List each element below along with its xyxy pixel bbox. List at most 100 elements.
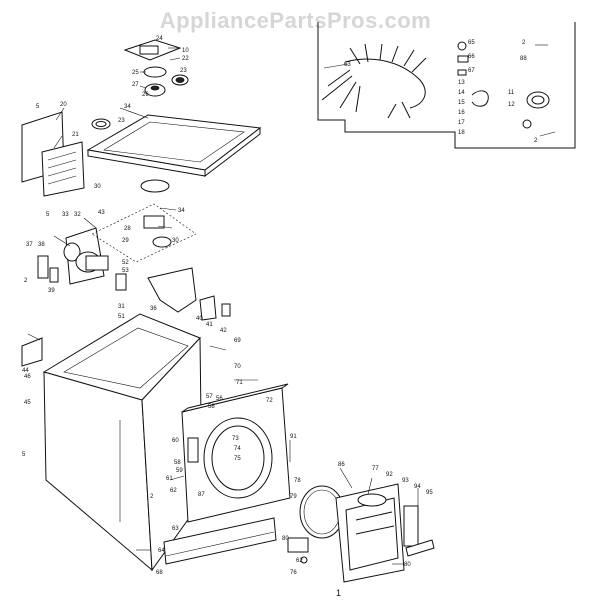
- side-panel-20-21: [21, 111, 85, 197]
- callout-74: 74: [234, 446, 241, 452]
- callout-86: 86: [338, 462, 345, 468]
- callout-61: 61: [166, 476, 173, 482]
- callout-2d: 2: [150, 494, 154, 500]
- callout-13: 13: [458, 80, 465, 86]
- callout-11: 11: [508, 90, 515, 96]
- callout-23b: 23: [118, 118, 125, 124]
- callout-46: 46: [24, 374, 31, 380]
- callout-62b: 62: [296, 558, 303, 564]
- callout-31: 31: [118, 304, 125, 310]
- callout-72: 72: [266, 398, 273, 404]
- callout-30b: 30: [172, 238, 179, 244]
- callout-34: 34: [124, 104, 131, 110]
- callout-40: 40: [196, 316, 203, 322]
- callout-21: 21: [72, 132, 79, 138]
- callout-26: 26: [142, 92, 149, 98]
- callout-63: 63: [344, 62, 351, 68]
- callout-18: 18: [458, 130, 465, 136]
- motor-bracket: [91, 203, 197, 291]
- callout-16: 16: [458, 110, 465, 116]
- callout-92: 92: [386, 472, 393, 478]
- access-cover-46: [21, 337, 43, 367]
- callout-17: 17: [458, 120, 465, 126]
- exhaust-duct: [147, 267, 231, 321]
- callout-95: 95: [426, 490, 433, 496]
- callout-30: 30: [94, 184, 101, 190]
- callout-64: 64: [158, 548, 165, 554]
- callout-63b: 63: [172, 526, 179, 532]
- callout-80b: 80: [404, 562, 411, 568]
- callout-2: 2: [522, 40, 526, 46]
- callout-43: 43: [98, 210, 105, 216]
- callout-56: 56: [216, 396, 223, 402]
- callout-39: 39: [48, 288, 55, 294]
- callout-42: 42: [220, 328, 227, 334]
- callout-70: 70: [234, 364, 241, 370]
- callout-27: 27: [132, 82, 139, 88]
- callout-10: 10: [182, 48, 189, 54]
- callout-79: 79: [290, 494, 297, 500]
- callout-22: 22: [182, 56, 189, 62]
- blower-assembly: [37, 227, 109, 285]
- callout-28: 28: [124, 226, 131, 232]
- callout-71: 71: [236, 380, 243, 386]
- callout-94: 94: [414, 484, 421, 490]
- callout-75: 75: [234, 456, 241, 462]
- top-cover: [86, 114, 262, 193]
- callout-36: 36: [150, 306, 157, 312]
- door-assembly: [335, 483, 435, 583]
- callout-58: 58: [208, 404, 215, 410]
- page-mark: 1: [336, 588, 341, 598]
- callout-62: 62: [170, 488, 177, 494]
- toe-kick-panel: [163, 517, 277, 565]
- callout-65: 65: [468, 40, 475, 46]
- front-panel: [181, 383, 291, 523]
- callout-67: 67: [468, 68, 475, 74]
- callout-25: 25: [132, 70, 139, 76]
- callout-38: 38: [38, 242, 45, 248]
- callout-57: 57: [206, 394, 213, 400]
- callout-93: 93: [402, 478, 409, 484]
- callout-76: 76: [290, 570, 297, 576]
- callout-52: 52: [122, 260, 129, 266]
- wiring-harness-inset: [317, 22, 576, 149]
- callout-14: 14: [458, 90, 465, 96]
- callout-2c: 2: [24, 278, 28, 284]
- leader-lines: [27, 47, 419, 565]
- callout-59: 59: [176, 468, 183, 474]
- door-seal: [299, 485, 345, 539]
- callout-33: 33: [62, 212, 69, 218]
- callout-labels: 2 5 10 11 12 13 14 15 16 17 18 20 21 22 …: [22, 36, 538, 576]
- callout-88: 88: [520, 56, 527, 62]
- hinge-parts: [287, 537, 309, 564]
- callout-29: 29: [122, 238, 129, 244]
- callout-58b: 58: [174, 460, 181, 466]
- callout-69: 69: [234, 338, 241, 344]
- callout-77: 77: [372, 466, 379, 472]
- callout-32: 32: [74, 212, 81, 218]
- callout-41: 41: [206, 322, 213, 328]
- callout-5: 5: [36, 104, 40, 110]
- callout-2b: 2: [534, 138, 538, 144]
- callout-87: 87: [198, 492, 205, 498]
- watermark-text: AppliancePartsPros.com: [159, 8, 432, 33]
- callout-44: 44: [22, 368, 29, 374]
- callout-5b: 5: [46, 212, 50, 218]
- callout-20: 20: [60, 102, 67, 108]
- callout-24: 24: [156, 36, 163, 42]
- callout-73: 73: [232, 436, 239, 442]
- callout-80: 80: [282, 536, 289, 542]
- callout-15: 15: [458, 100, 465, 106]
- callout-45: 45: [24, 400, 31, 406]
- callout-5c: 5: [22, 452, 26, 458]
- callout-12: 12: [508, 102, 515, 108]
- callout-34b: 34: [178, 208, 185, 214]
- callout-60: 60: [172, 438, 179, 444]
- callout-68: 68: [156, 570, 163, 576]
- callout-78: 78: [294, 478, 301, 484]
- callout-53: 53: [122, 268, 129, 274]
- callout-51: 51: [118, 314, 125, 320]
- callout-66: 66: [468, 54, 475, 60]
- callout-23: 23: [180, 68, 187, 74]
